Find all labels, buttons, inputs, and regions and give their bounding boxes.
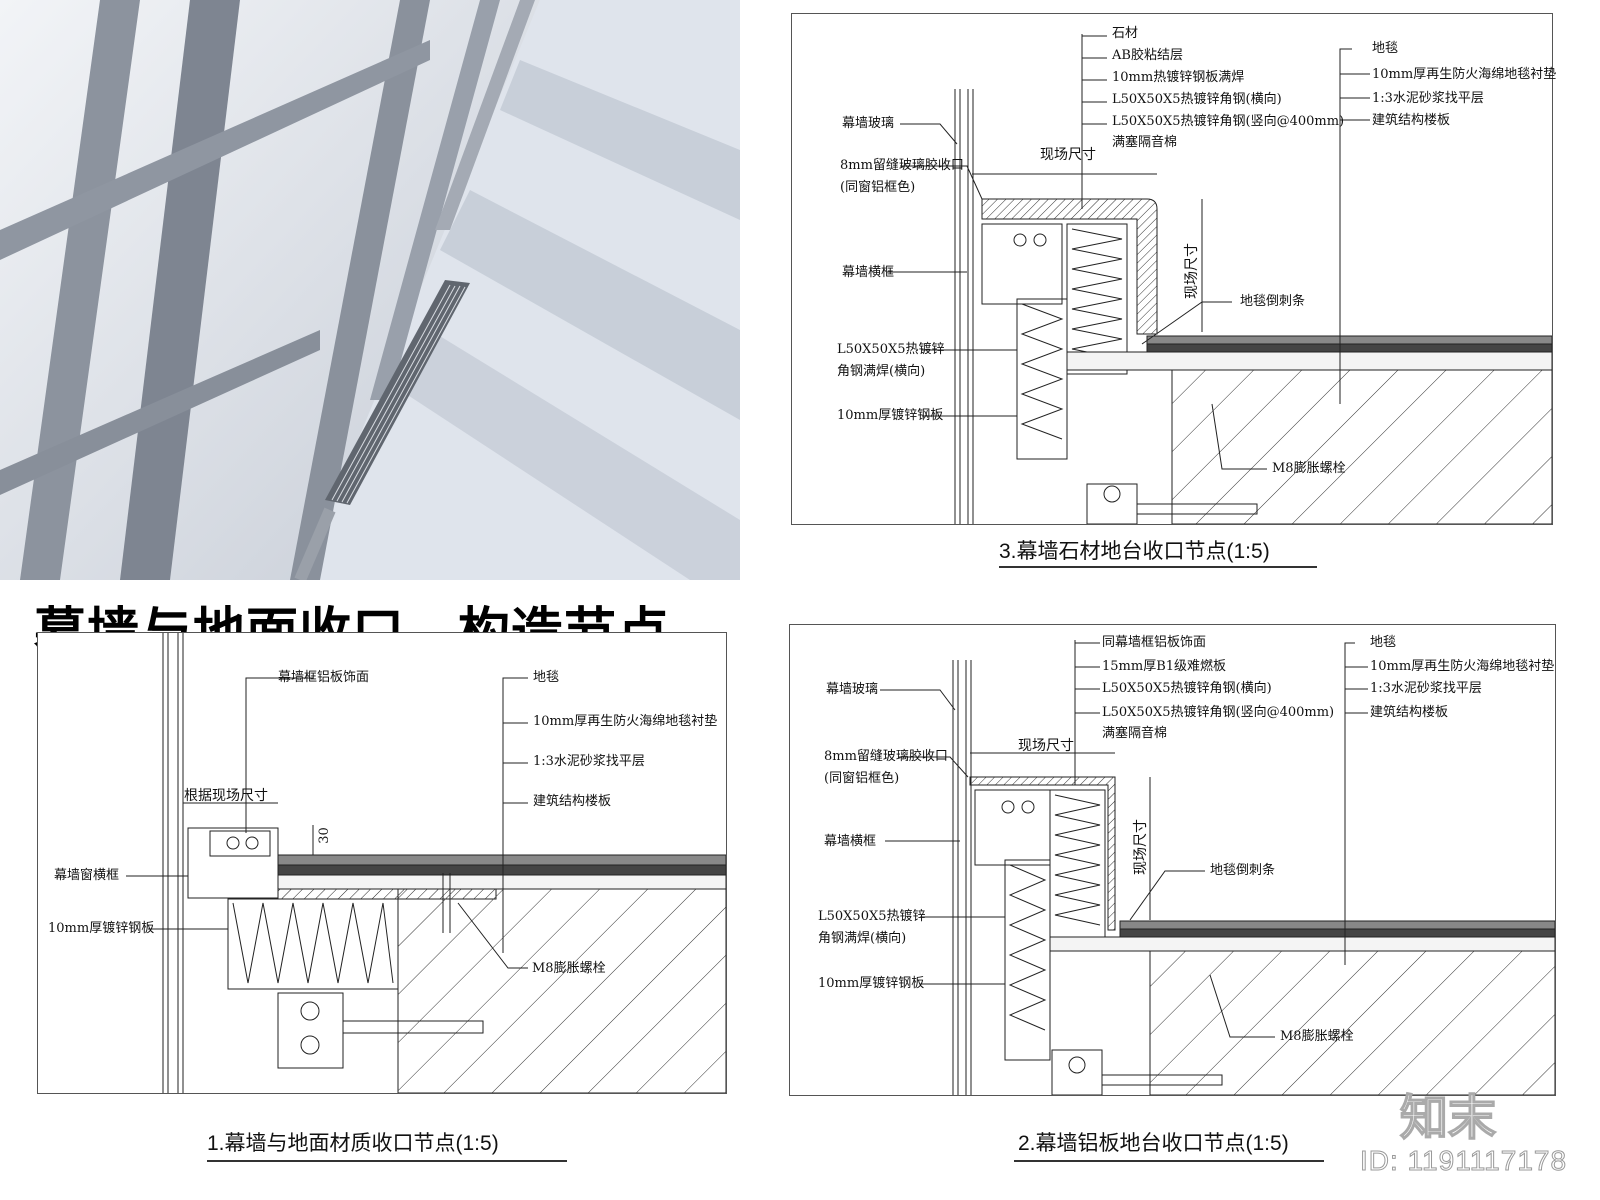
- dimension-30: 30: [316, 827, 332, 844]
- label-angle-horizontal: L50X50X5热镀锌角钢(横向): [1112, 92, 1282, 107]
- label-galvanized-plate: 10mm厚镀锌钢板: [818, 976, 925, 991]
- label-angle-weld-2: 角钢满焊(横向): [837, 364, 926, 379]
- label-carpet-gripper: 地毯倒刺条: [1210, 863, 1276, 878]
- label-angle-weld-2: 角钢满焊(横向): [818, 931, 907, 946]
- label-site-dimension-h: 现场尺寸: [1018, 738, 1074, 754]
- caption-underline: [1014, 1160, 1324, 1162]
- label-stone: 石材: [1112, 26, 1139, 41]
- label-aluminium-facing: 幕墙框铝板饰面: [278, 670, 370, 685]
- detail-2-panel: 同幕墙框铝板饰面 15mm厚B1级难燃板 L50X50X5热镀锌角钢(横向) L…: [789, 624, 1556, 1096]
- label-steel-plate-weld: 10mm热镀锌钢板满焊: [1112, 70, 1245, 85]
- label-carpet-gripper: 地毯倒刺条: [1240, 294, 1306, 309]
- label-carpet: 地毯: [533, 670, 560, 685]
- label-curtain-glass: 幕墙玻璃: [842, 116, 895, 131]
- label-structural-slab: 建筑结构楼板: [1370, 705, 1449, 720]
- label-galvanized-plate: 10mm厚镀锌钢板: [48, 921, 155, 936]
- label-cement-screed: 1:3水泥砂浆找平层: [1372, 91, 1484, 106]
- detail-1-panel: 幕墙框铝板饰面 根据现场尺寸 地毯 10mm厚再生防火海绵地毯衬垫 1:3水泥砂…: [37, 632, 727, 1094]
- detail-3-panel: 石材 AB胶粘结层 10mm热镀锌钢板满焊 L50X50X5热镀锌角钢(横向) …: [791, 13, 1557, 525]
- label-carpet: 地毯: [1372, 41, 1399, 56]
- label-structural-slab: 建筑结构楼板: [1372, 113, 1451, 128]
- label-site-dimension-h: 现场尺寸: [1040, 147, 1096, 163]
- photo-illustration: [0, 0, 740, 580]
- label-b1-board: 15mm厚B1级难燃板: [1102, 659, 1227, 674]
- label-carpet: 地毯: [1370, 635, 1397, 650]
- label-sealant-color: (同窗铝框色): [824, 771, 900, 786]
- label-cement-screed: 1:3水泥砂浆找平层: [533, 754, 645, 769]
- label-angle-horizontal: L50X50X5热镀锌角钢(横向): [1102, 681, 1272, 696]
- curtain-wall-photo: [0, 0, 740, 580]
- label-acoustic-wool: 满塞隔音棉: [1102, 726, 1168, 741]
- caption-underline: [207, 1160, 567, 1162]
- detail-3-drawing: [887, 34, 1552, 524]
- label-cement-screed: 1:3水泥砂浆找平层: [1370, 681, 1482, 696]
- label-angle-vertical: L50X50X5热镀锌角钢(竖向@400mm): [1112, 114, 1345, 129]
- label-curtain-glass: 幕墙玻璃: [826, 682, 879, 697]
- detail-1-caption: 1.幕墙与地面材质收口节点(1:5): [207, 1132, 499, 1155]
- label-transom: 幕墙横框: [824, 834, 877, 849]
- label-sealant-joint: 8mm留缝玻璃胶收口: [840, 158, 964, 173]
- label-acoustic-wool: 满塞隔音棉: [1112, 135, 1178, 150]
- label-expansion-bolt: M8膨胀螺栓: [532, 961, 606, 976]
- label-expansion-bolt: M8膨胀螺栓: [1280, 1029, 1354, 1044]
- detail-2-drawing: [880, 640, 1555, 1095]
- label-carpet-underlay: 10mm厚再生防火海绵地毯衬垫: [1370, 659, 1555, 674]
- watermark-brand: 知末: [1399, 1089, 1497, 1147]
- label-carpet-underlay: 10mm厚再生防火海绵地毯衬垫: [533, 714, 718, 729]
- label-transom: 幕墙横框: [842, 265, 895, 280]
- label-angle-weld-1: L50X50X5热镀锌: [818, 909, 926, 924]
- watermark-id: ID: 1191117178: [1359, 1145, 1568, 1177]
- label-window-transom: 幕墙窗横框: [54, 868, 120, 883]
- label-sealant-color: (同窗铝框色): [840, 180, 916, 195]
- label-site-dimension-v: 现场尺寸: [1133, 819, 1149, 875]
- label-aluminium-facing: 同幕墙框铝板饰面: [1102, 635, 1207, 650]
- detail-2-caption: 2.幕墙铝板地台收口节点(1:5): [1018, 1132, 1289, 1155]
- label-sealant-joint: 8mm留缝玻璃胶收口: [824, 749, 948, 764]
- label-ab-adhesive: AB胶粘结层: [1112, 48, 1183, 63]
- label-angle-vertical: L50X50X5热镀锌角钢(竖向@400mm): [1102, 705, 1335, 720]
- label-structural-slab: 建筑结构楼板: [533, 794, 612, 809]
- label-site-dimension: 根据现场尺寸: [184, 788, 268, 804]
- caption-underline: [999, 566, 1317, 568]
- label-carpet-underlay: 10mm厚再生防火海绵地毯衬垫: [1372, 67, 1557, 82]
- detail-1-drawing: [126, 633, 726, 1093]
- label-site-dimension-v: 现场尺寸: [1184, 243, 1200, 299]
- label-galvanized-plate: 10mm厚镀锌钢板: [837, 408, 944, 423]
- detail-3-caption: 3.幕墙石材地台收口节点(1:5): [999, 540, 1270, 563]
- label-angle-weld-1: L50X50X5热镀锌: [837, 342, 945, 357]
- label-expansion-bolt: M8膨胀螺栓: [1272, 461, 1346, 476]
